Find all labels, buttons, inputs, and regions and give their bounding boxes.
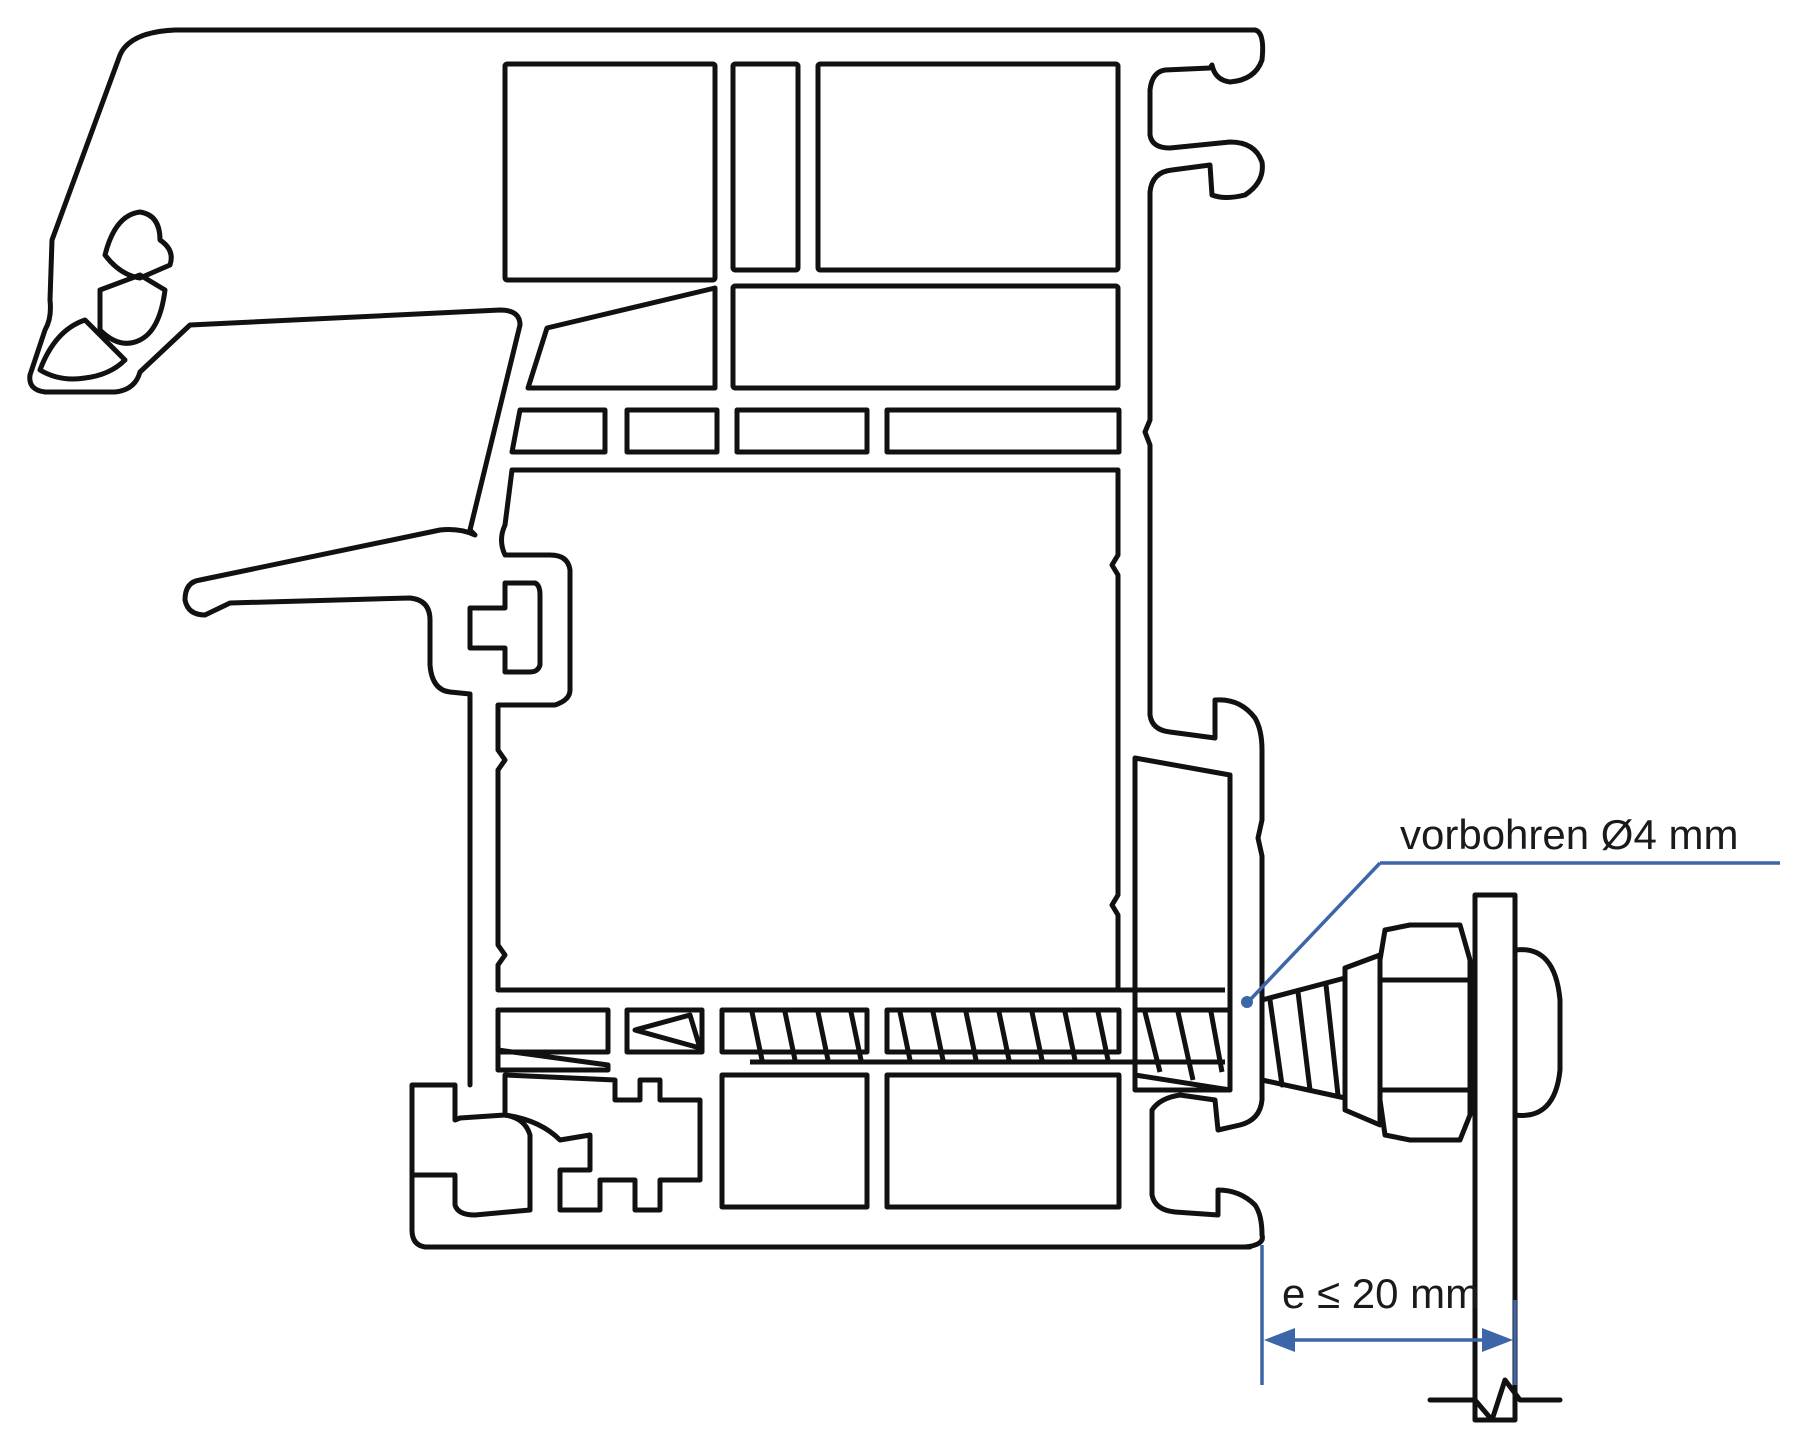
lower-chamber-1 [495,1007,611,1055]
chamber-7 [624,407,720,455]
chamber-3 [815,61,1121,273]
glazing-bead-top [27,27,523,1088]
fastener-assembly [1259,892,1563,1423]
dimension-annotations: vorbohren Ø4 mm e ≤ 20 mm [1241,811,1780,1385]
bolt-head [1512,947,1563,1118]
chamber-4 [730,283,1121,391]
washer-cone [1342,952,1383,1128]
main-chamber [495,467,1121,993]
chamber-6 [509,407,608,455]
leader-line [1246,861,1382,1004]
edge-distance-label: e ≤ 20 mm [1282,1270,1480,1317]
screw-thread-outer [1267,982,1341,1098]
lower-chamber-4 [884,1007,1122,1055]
hook-insert [467,580,543,675]
chamber-1 [502,61,718,283]
arrow-left [1264,1328,1295,1352]
triangle-marker [632,1012,703,1051]
gasket-top-left [102,209,174,281]
lower-chamber-6 [719,1072,870,1210]
lower-chamber-5 [1132,1007,1233,1093]
screw-thread-in-profile [749,987,1225,1081]
arrow-right [1482,1328,1513,1352]
lower-chamber-7 [884,1072,1122,1210]
lower-chamber-2 [624,1007,705,1055]
break-line [1427,1377,1563,1423]
chamber-8 [734,407,870,455]
leader-dot [1241,996,1253,1008]
gasket-inner [97,272,168,346]
gasket-inner-2 [37,317,128,382]
chamber-9 [884,407,1122,455]
nut-hex [1377,922,1473,1143]
chamber-5 [525,285,718,391]
drainage-profile [502,1072,703,1213]
chamber-2 [730,61,801,273]
bracket-plate [1472,892,1518,1423]
predrill-label: vorbohren Ø4 mm [1400,811,1738,858]
lower-web [495,1047,611,1073]
